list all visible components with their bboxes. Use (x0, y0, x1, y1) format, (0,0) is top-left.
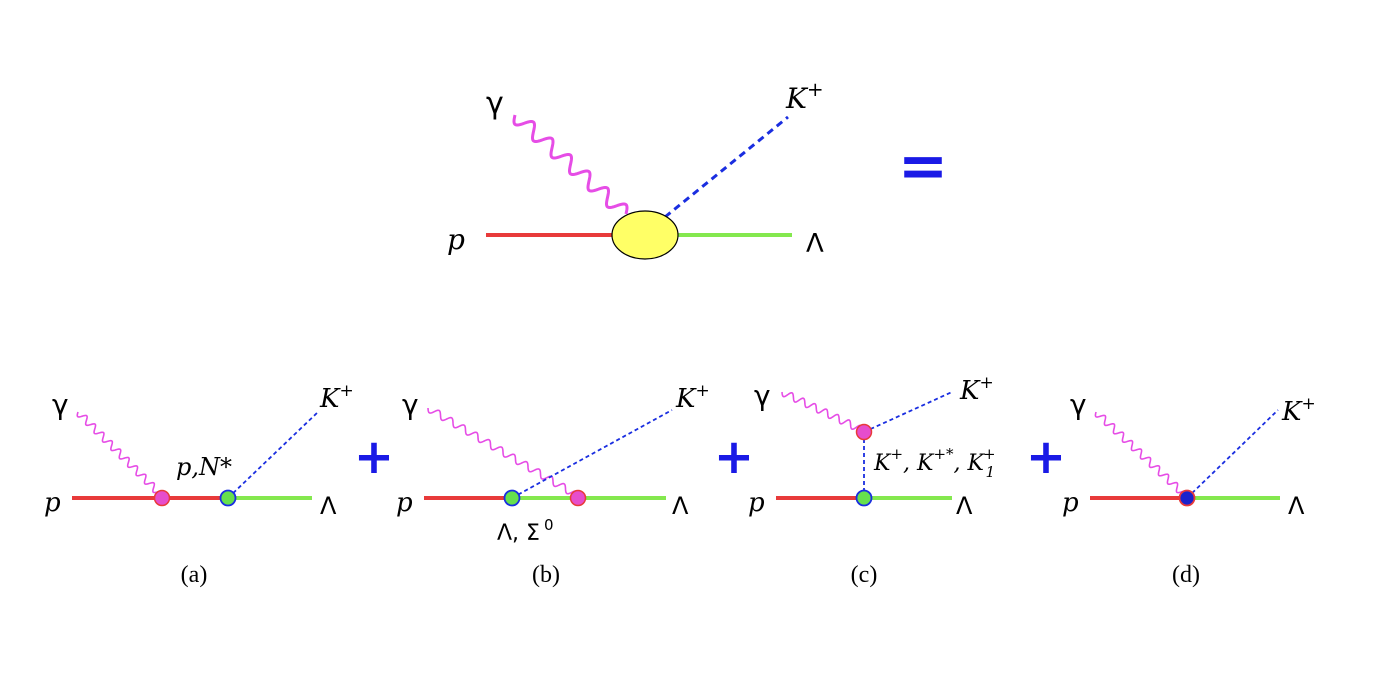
d-contact-vertex (1178, 489, 1196, 507)
b-vertex-em (569, 489, 587, 507)
main-lambda-label: Λ (806, 229, 824, 259)
c-photon-line (781, 391, 863, 431)
d-photon-label: γ (1070, 388, 1087, 421)
diagram-d: γ K+ p Λ (d) (1062, 388, 1316, 588)
plus-sign-1: + (354, 429, 394, 485)
a-photon-label: γ (52, 388, 69, 421)
plus-sign-2: + (714, 429, 754, 485)
c-proton-label: p (748, 488, 765, 518)
b-photon-line (427, 407, 579, 497)
b-kaon-label: K+ (675, 381, 710, 414)
a-vertex-strong (219, 489, 237, 507)
main-proton-label: p (447, 223, 465, 256)
a-caption: (a) (181, 562, 208, 588)
diagram-c: γ K+ p Λ K+, K+*, K+1 (c) (748, 373, 996, 588)
d-caption: (d) (1172, 562, 1200, 588)
main-kaon-label: K+ (785, 77, 824, 115)
c-caption: (c) (851, 562, 878, 588)
b-photon-label: γ (402, 388, 419, 421)
c-kaon-label: K+ (959, 373, 994, 406)
b-proton-label: p (396, 488, 413, 518)
a-proton-label: p (44, 488, 61, 518)
b-lambda-label: Λ (672, 492, 689, 520)
c-vertex-em (855, 423, 873, 441)
a-lambda-label: Λ (320, 492, 337, 520)
equals-sign: = (898, 131, 948, 201)
a-vertex-em (153, 489, 171, 507)
a-intermediate-label: p,N* (176, 453, 232, 481)
diagram-a: γ K+ p Λ p,N* (a) (44, 381, 354, 588)
d-lambda-label: Λ (1288, 492, 1305, 520)
c-photon-label: γ (754, 379, 771, 412)
d-proton-label: p (1062, 488, 1079, 518)
a-photon-line (76, 411, 164, 497)
main-kaon-line (664, 115, 789, 219)
main-photon-label: γ (486, 86, 504, 121)
main-diagram: γ K+ p Λ (447, 77, 824, 260)
c-exchange-label: K+, K+*, K+1 (873, 445, 996, 481)
d-photon-line (1094, 411, 1188, 497)
d-kaon-label: K+ (1281, 394, 1316, 427)
c-lambda-label: Λ (956, 492, 973, 520)
c-vertex-strong (855, 489, 873, 507)
plus-sign-3: + (1026, 429, 1066, 485)
b-vertex-strong (503, 489, 521, 507)
b-caption: (b) (532, 562, 560, 588)
d-kaon-line (1186, 409, 1279, 499)
a-kaon-label: K+ (319, 381, 354, 414)
c-kaon-line (863, 391, 953, 433)
main-vertex-blob (611, 210, 679, 260)
main-photon-line (512, 114, 629, 215)
a-kaon-line (227, 411, 319, 499)
b-kaon-line (511, 409, 673, 499)
